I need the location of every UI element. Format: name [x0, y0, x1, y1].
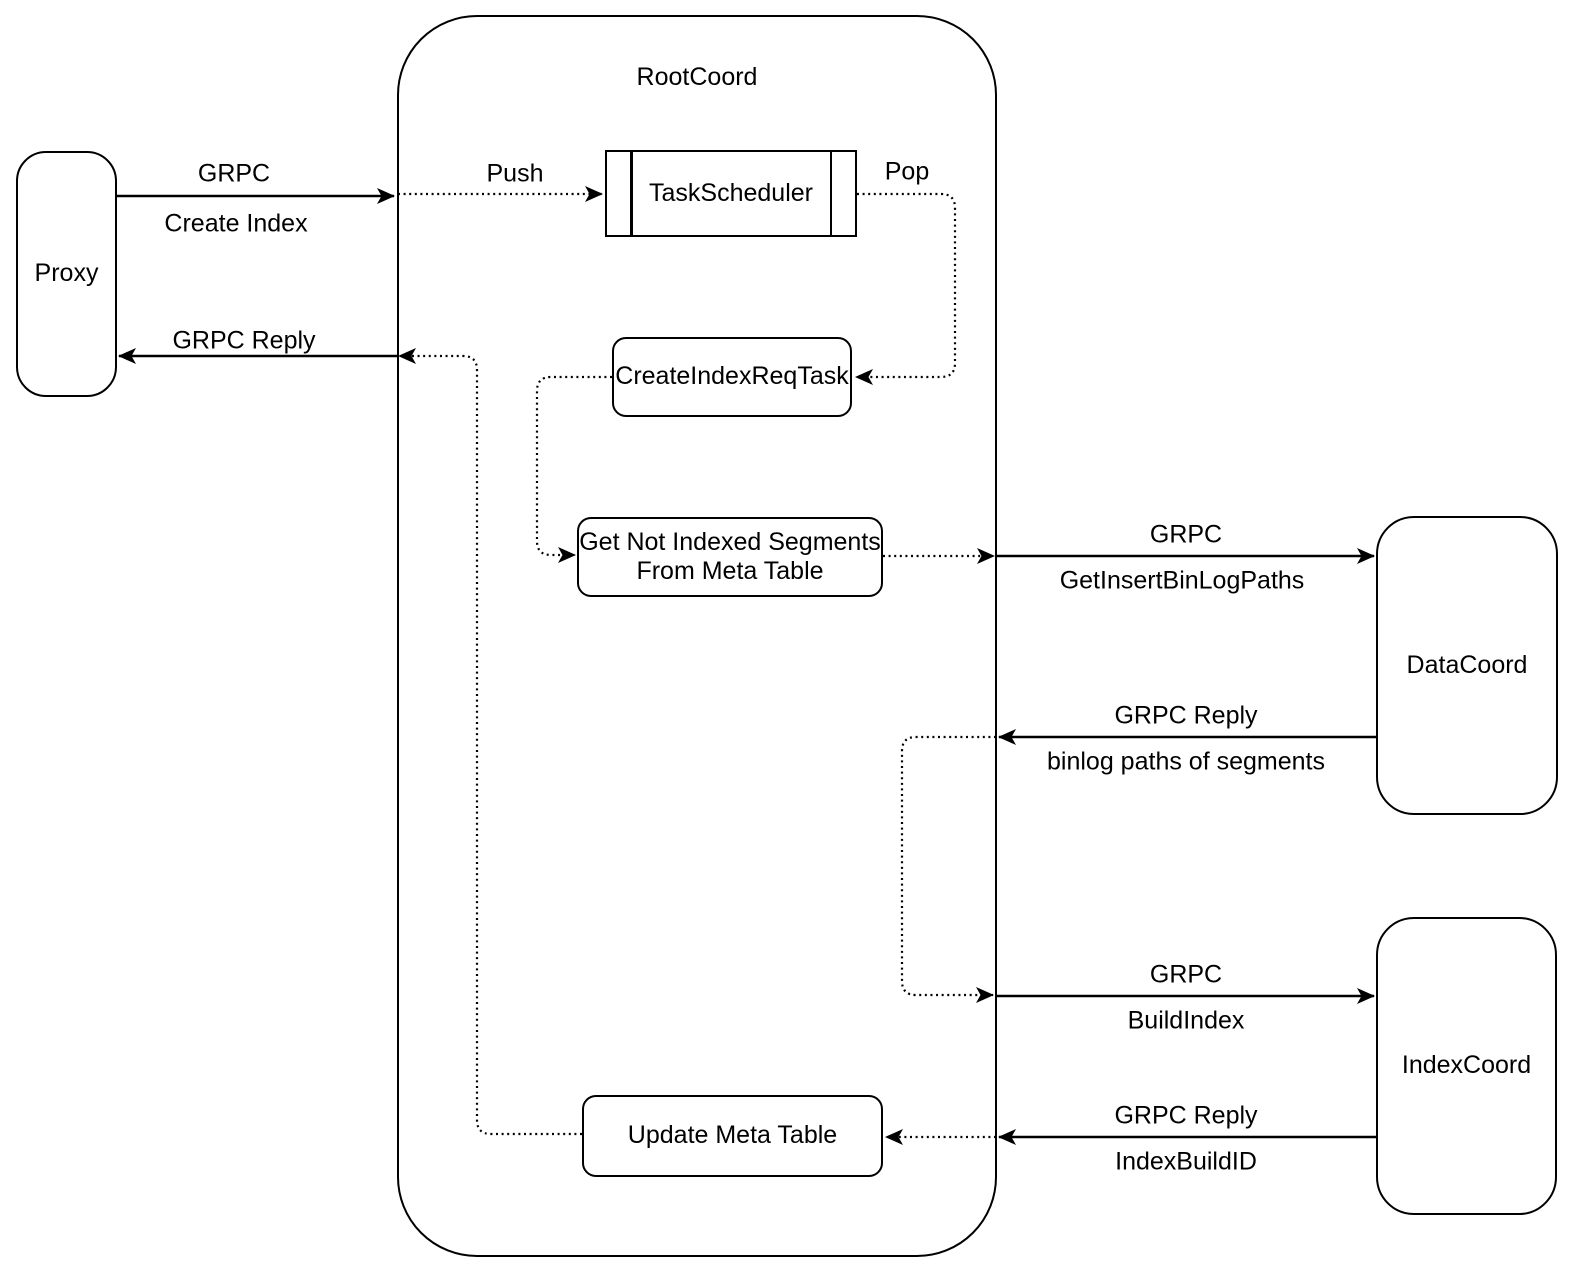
- createindexreqtask-node: CreateIndexReqTask: [612, 337, 852, 417]
- taskscheduler-label: TaskScheduler: [649, 178, 813, 207]
- label-pop: Pop: [884, 157, 930, 186]
- label-create-index: Create Index: [164, 209, 308, 238]
- label-get-insert-binlog-paths: GetInsertBinLogPaths: [1059, 566, 1305, 595]
- label-get-insert-grpc: GRPC: [1149, 520, 1223, 549]
- label-create-index-grpc: GRPC: [197, 159, 271, 188]
- label-build-index-grpc: GRPC: [1149, 960, 1223, 989]
- update-meta-table-label: Update Meta Table: [627, 1121, 838, 1150]
- edge-task-to-get-segments: [535, 375, 612, 563]
- edge-pop: [855, 192, 957, 385]
- taskscheduler-left-divider: [630, 152, 633, 235]
- rootcoord-title: RootCoord: [636, 63, 758, 91]
- datacoord-label: DataCoord: [1406, 650, 1528, 679]
- get-not-indexed-segments-node: Get Not Indexed Segments From Meta Table: [577, 517, 883, 597]
- edge-binlog-bridge: [900, 735, 996, 1003]
- label-binlog-reply-grpc: GRPC Reply: [1114, 701, 1258, 730]
- proxy-label: Proxy: [34, 259, 99, 288]
- get-not-indexed-segments-label: Get Not Indexed Segments From Meta Table: [579, 527, 881, 586]
- rootcoord-container: [397, 15, 997, 1257]
- label-build-index: BuildIndex: [1127, 1006, 1245, 1035]
- label-grpc-reply-to-proxy: GRPC Reply: [172, 326, 316, 355]
- label-push: Push: [486, 159, 544, 188]
- taskscheduler-right-divider: [829, 152, 832, 235]
- taskscheduler-node: TaskScheduler: [605, 150, 857, 237]
- proxy-node: Proxy: [16, 151, 117, 397]
- edge-updatemeta-to-reply: [398, 348, 582, 1136]
- label-binlog-paths-of-segments: binlog paths of segments: [1047, 747, 1325, 776]
- indexcoord-label: IndexCoord: [1401, 1051, 1532, 1080]
- createindexreqtask-label: CreateIndexReqTask: [615, 362, 849, 391]
- update-meta-table-node: Update Meta Table: [582, 1095, 883, 1177]
- label-index-build-reply-grpc: GRPC Reply: [1114, 1101, 1258, 1130]
- indexcoord-node: IndexCoord: [1376, 917, 1557, 1215]
- label-index-build-id: IndexBuildID: [1115, 1147, 1257, 1176]
- datacoord-node: DataCoord: [1376, 516, 1558, 815]
